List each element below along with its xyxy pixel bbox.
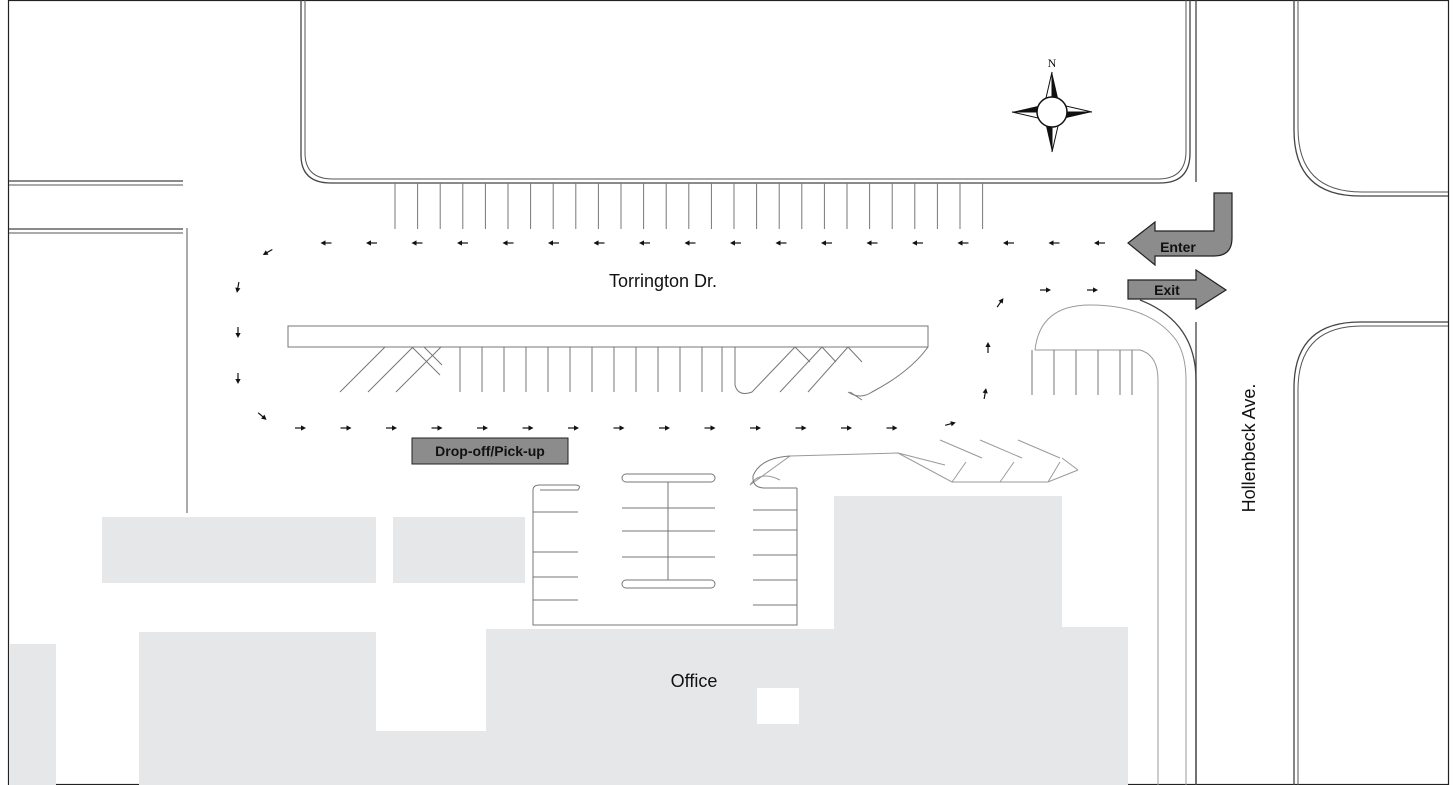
- route-arrow-icon: [886, 425, 898, 431]
- route-arrow-icon: [235, 281, 241, 293]
- east-block-south-edge: [1293, 321, 1448, 785]
- route-arrow-icon: [912, 240, 923, 246]
- roads: [9, 0, 1448, 785]
- route-arrow-icon: [1087, 287, 1098, 293]
- route-arrow-icon: [477, 425, 488, 431]
- north-curb-stalls: [394, 183, 984, 229]
- building-far-west: [9, 644, 56, 785]
- route-arrow-icon: [1003, 240, 1014, 246]
- route-arrow-icon: [1094, 240, 1105, 246]
- street-torrington-label: Torrington Dr.: [609, 271, 717, 291]
- route-arrow-icon: [235, 373, 241, 384]
- route-arrow-icon: [411, 240, 423, 246]
- office-building: [139, 496, 1128, 785]
- angled-row-south: [749, 439, 1079, 486]
- buildings: [9, 496, 1128, 785]
- driveway-curb-outer: [1034, 304, 1187, 785]
- traffic-route: [235, 240, 1105, 431]
- route-arrow-icon: [750, 425, 761, 431]
- route-arrow-icon: [593, 240, 605, 246]
- north-block-edge-inner: [304, 0, 1187, 180]
- north-block-edge: [300, 0, 1191, 184]
- route-arrow-icon: [730, 240, 741, 246]
- exit-arrow-icon: [1127, 268, 1228, 311]
- east-block-north-edge-2: [1297, 0, 1448, 193]
- route-arrow-icon: [957, 240, 969, 246]
- compass-rose-icon: N: [1011, 56, 1093, 153]
- route-arrow-icon: [866, 240, 878, 246]
- south-lot-outline: [532, 455, 798, 626]
- hollenbeck-west-edge-curve: [1139, 299, 1197, 785]
- south-lot: [532, 455, 798, 626]
- exit-sign[interactable]: Exit: [1127, 268, 1228, 311]
- route-arrow-icon: [841, 425, 852, 431]
- driveway-curb-inner: [1035, 349, 1159, 785]
- route-arrow-icon: [568, 425, 579, 431]
- route-arrow-icon: [704, 425, 716, 431]
- east-block-north-edge: [1293, 0, 1448, 197]
- route-arrow-icon: [795, 425, 807, 431]
- route-arrow-icon: [1040, 287, 1051, 293]
- east-block-south-edge-2: [1297, 325, 1448, 785]
- island-angled-tail: [849, 391, 863, 401]
- route-arrow-icon: [262, 248, 273, 255]
- route-arrow-icon: [431, 425, 443, 431]
- route-arrow-icon: [775, 240, 787, 246]
- dropoff-label: Drop-off/Pick-up: [435, 443, 545, 459]
- east-lot-stalls: [749, 350, 1133, 486]
- south-lot-center-stalls: [622, 482, 715, 580]
- island-angled-west: [339, 346, 443, 393]
- route-arrow-icon: [684, 240, 696, 246]
- route-arrow-icon: [386, 425, 397, 431]
- route-arrow-icon: [1048, 240, 1060, 246]
- route-arrow-icon: [457, 240, 468, 246]
- office-label: Office: [671, 671, 718, 691]
- dropoff-sign-box: [411, 437, 569, 465]
- route-arrow-icon: [235, 327, 241, 338]
- exit-label: Exit: [1154, 282, 1180, 298]
- route-arrow-icon: [985, 342, 991, 353]
- route-arrow-icon: [522, 425, 534, 431]
- south-lot-island-top: [621, 473, 716, 483]
- building-west-upper: [102, 517, 376, 583]
- route-arrow-icon: [502, 240, 514, 246]
- east-lot-vertical-stalls: [1031, 350, 1133, 395]
- route-arrow-icon: [613, 425, 625, 431]
- route-arrow-icon: [982, 388, 988, 400]
- route-arrow-icon: [548, 240, 559, 246]
- street-hollenbeck-label: Hollenbeck Ave.: [1239, 384, 1259, 513]
- route-arrow-icon: [257, 412, 267, 420]
- route-arrow-icon: [295, 425, 306, 431]
- route-arrow-icon: [996, 298, 1004, 308]
- route-arrow-icon: [340, 425, 352, 431]
- route-arrow-icon: [821, 240, 832, 246]
- building-west-small: [393, 517, 525, 583]
- central-island: [287, 325, 929, 348]
- route-arrow-icon: [659, 425, 670, 431]
- island-stall-lines: [459, 347, 723, 392]
- route-arrow-icon: [639, 240, 650, 246]
- island-stalls: [339, 346, 929, 401]
- route-arrow-icon: [320, 240, 332, 246]
- route-arrow-icon: [366, 240, 377, 246]
- south-lot-east-stalls: [753, 509, 797, 606]
- south-lot-island-bottom: [621, 579, 716, 589]
- enter-arrow-icon: [1127, 192, 1233, 267]
- enter-sign[interactable]: Enter: [1127, 192, 1233, 267]
- compass-north-label: N: [1048, 56, 1057, 70]
- parking: [287, 183, 1133, 626]
- south-lot-west-stalls: [533, 511, 578, 601]
- route-arrow-icon: [945, 421, 956, 427]
- dropoff-pickup-sign[interactable]: Drop-off/Pick-up: [411, 437, 569, 465]
- enter-label: Enter: [1160, 239, 1196, 255]
- island-angled-east: [734, 346, 929, 397]
